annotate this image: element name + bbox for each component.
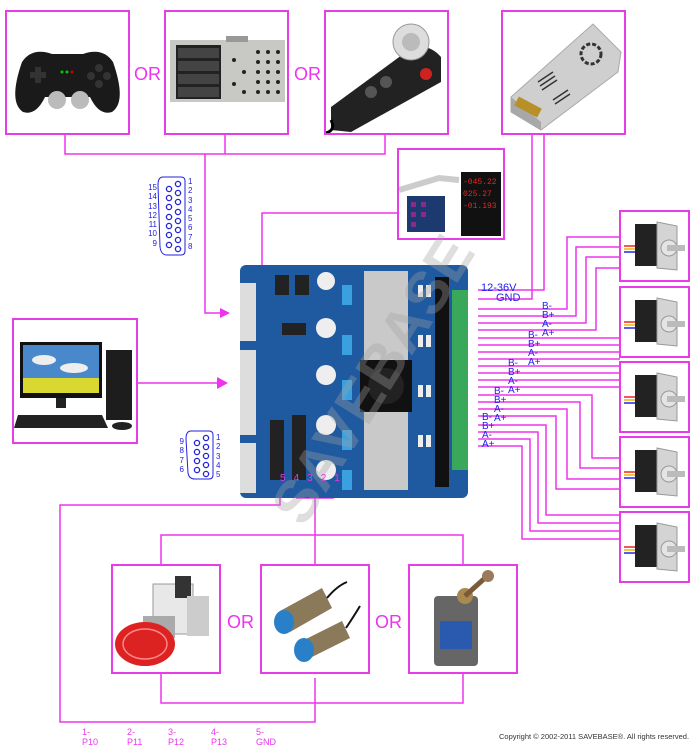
stepper-motor-icon — [624, 447, 685, 497]
header-pin-labels: 54321 — [280, 473, 348, 484]
readout-y: 025.27 — [463, 190, 492, 199]
gnd-label: GND — [496, 292, 521, 304]
or-label: OR — [294, 64, 321, 84]
or-label: OR — [227, 612, 254, 632]
db15-shell-icon — [157, 176, 186, 256]
stepper-motor-5 — [619, 511, 690, 583]
voltage-label: 12-36V — [481, 282, 517, 294]
controller-board: SAVEBASE 54321 — [232, 224, 488, 535]
or-label: OR — [375, 612, 402, 632]
proximity-sensor-box — [260, 564, 370, 674]
or-label: OR — [134, 64, 161, 84]
pin-label-p12: 3-P12 — [168, 727, 185, 747]
readout-x: -045.22 — [463, 178, 497, 187]
motor-phase-labels-1: B-B+A-A+ — [542, 301, 555, 339]
copyright-notice: Copyright © 2002-2011 SAVEBASE®. All rig… — [499, 732, 690, 741]
readout-z: -01.193 — [463, 202, 497, 211]
keypad-dro-icon — [170, 36, 285, 102]
stepper-motor-4 — [619, 436, 690, 508]
power-supply-box — [501, 10, 626, 135]
computer-box — [12, 318, 138, 444]
mpg-pendant-icon — [326, 23, 441, 133]
wire-input-bus — [64, 134, 386, 155]
proximity-sensor-icon — [274, 581, 361, 662]
db9-shell-icon — [185, 430, 214, 480]
stepper-motor-icon — [624, 372, 685, 422]
limit-switch-box — [408, 564, 518, 674]
motor-phase-labels-5: B-B+A-A+ — [482, 412, 495, 450]
stepper-motor-1 — [619, 210, 690, 282]
mpg-pendant-box — [324, 10, 449, 135]
stepper-motor-icon — [624, 297, 685, 347]
controller-board-icon — [232, 271, 470, 493]
motor-phase-labels-2: B-B+A-A+ — [528, 330, 541, 368]
display-board-box: -045.22 025.27 -01.193 — [397, 148, 505, 240]
display-board-icon: -045.22 025.27 -01.193 — [399, 172, 501, 236]
pin-label-p11: 2-P11 — [127, 727, 143, 747]
estop-button-box — [111, 564, 221, 674]
motor-phase-labels-4: B-B+A-A+ — [494, 386, 507, 424]
stepper-motor-2 — [619, 286, 690, 358]
pin-label-p10: 1-P10 — [82, 727, 99, 747]
arrow-db15 — [220, 308, 230, 318]
arrow-parallel — [217, 377, 228, 389]
pin-label-gnd: 5-GND — [256, 727, 276, 747]
stepper-motor-3 — [619, 361, 690, 433]
computer-icon — [14, 342, 132, 430]
power-supply-icon — [510, 23, 622, 131]
stepper-motor-icon — [624, 522, 685, 572]
motor-phase-labels-3: B-B+A-A+ — [508, 358, 521, 396]
gamepad-box — [5, 10, 130, 135]
stepper-motor-icon — [624, 221, 685, 271]
estop-button-icon — [115, 576, 209, 666]
keypad-dro-box — [164, 10, 289, 135]
pin-label-p13: 4-P13 — [211, 727, 228, 747]
limit-switch-icon — [434, 570, 494, 666]
gamepad-icon — [15, 51, 120, 113]
